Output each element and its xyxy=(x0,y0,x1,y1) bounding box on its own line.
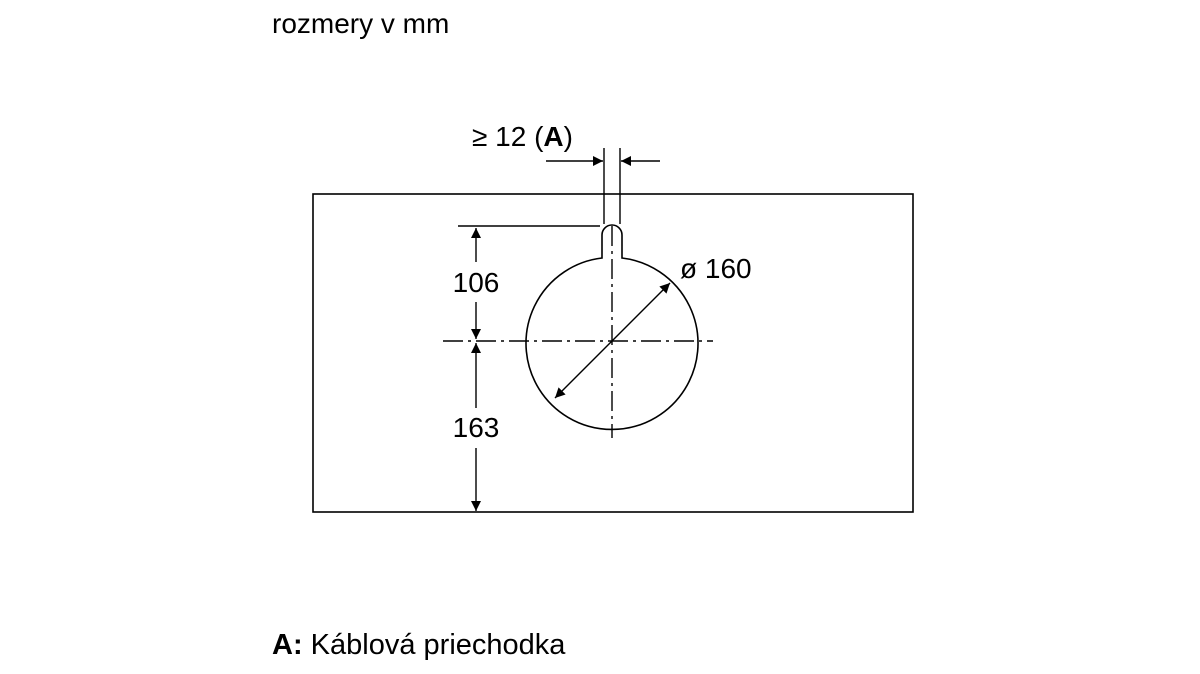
worktop-outline xyxy=(312,193,914,513)
legend-description: Káblová priechodka xyxy=(310,629,566,661)
upper-dimension-label: 106 xyxy=(453,267,500,298)
cutout-circle xyxy=(525,224,699,431)
legend-key: A: xyxy=(272,629,303,661)
units-label: rozmery v mm xyxy=(272,8,450,39)
gap-dimension-label: ≥ 12 (A) xyxy=(472,121,573,152)
lower-dimension-label: 163 xyxy=(453,412,500,443)
diameter-label: ø 160 xyxy=(680,253,752,284)
legend: A: Káblová priechodka xyxy=(272,626,565,664)
diameter-dimension-line xyxy=(554,282,671,399)
